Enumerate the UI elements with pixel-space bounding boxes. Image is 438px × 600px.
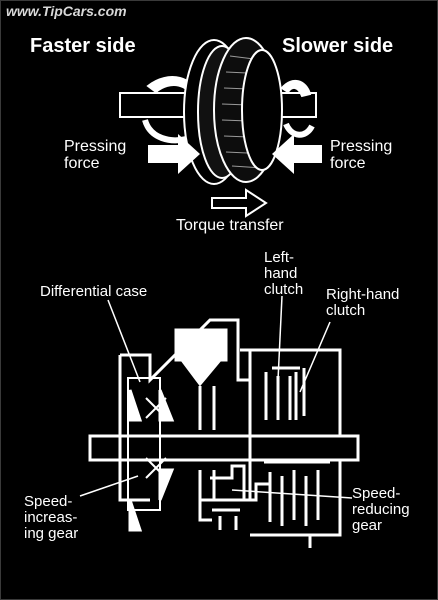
main-axle bbox=[88, 434, 360, 462]
torque-transfer-label: Torque transfer bbox=[176, 217, 284, 234]
right-hand-clutch-plates bbox=[264, 460, 330, 526]
speed-reducing-gear-shape bbox=[210, 464, 270, 502]
speed-increasing-gear-shape bbox=[158, 389, 175, 422]
leader-speed-increasing-gear bbox=[79, 475, 139, 497]
rotation-arrow-right-icon bbox=[280, 79, 312, 98]
clutch-disc-assembly bbox=[119, 37, 317, 185]
pressing-force-left-label: Pressing force bbox=[64, 138, 127, 172]
leader-speed-reducing-gear bbox=[231, 489, 353, 499]
pressing-force-arrow-left-icon bbox=[148, 134, 200, 174]
leader-right-hand-clutch bbox=[299, 321, 331, 393]
torque-transfer-arrow-icon bbox=[211, 188, 268, 218]
speed-reducing-gear-label: Speed- reducing gear bbox=[352, 485, 410, 534]
differential-schematic bbox=[88, 318, 360, 548]
pressing-force-arrow-right-icon bbox=[272, 134, 322, 174]
watermark: www.TipCars.com bbox=[6, 3, 127, 19]
leader-left-hand-clutch bbox=[277, 295, 283, 381]
pressing-force-right-label: Pressing force bbox=[330, 138, 393, 172]
left-hand-clutch-label: Left- hand clutch bbox=[264, 249, 304, 298]
speed-increasing-gear-label: Speed- increas- ing gear bbox=[24, 493, 79, 542]
left-hand-clutch-plates bbox=[264, 366, 306, 420]
leader-differential-case bbox=[107, 299, 141, 383]
differential-case-label: Differential case bbox=[40, 283, 148, 300]
right-hand-clutch-label: Right-hand clutch bbox=[326, 286, 400, 319]
faster-side-label: Faster side bbox=[30, 35, 136, 57]
slower-side-label: Slower side bbox=[282, 35, 394, 57]
